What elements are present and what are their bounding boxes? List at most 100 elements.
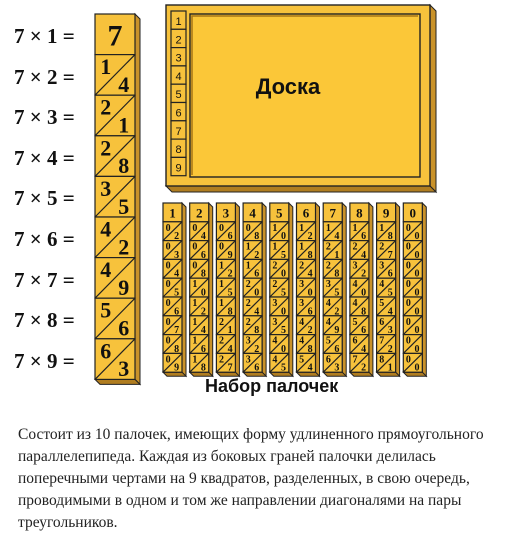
- rod-3-header: 3: [223, 206, 230, 221]
- rod-8-units-6: 6: [361, 325, 366, 336]
- seven-rod-units-4: 5: [118, 194, 129, 219]
- rod-8-diagonal-3: [349, 258, 370, 279]
- rod-2-side: [208, 201, 214, 378]
- rod-5-side: [288, 201, 294, 378]
- rod-8-tens-3: 3: [353, 260, 358, 271]
- board-column-number-8: 8: [175, 144, 181, 156]
- rod-0-units-1: 0: [414, 231, 419, 242]
- seven-rod-units-8: 3: [118, 356, 129, 381]
- rod-5-units-7: 0: [281, 344, 286, 355]
- rod-4-tens-8: 3: [246, 354, 251, 365]
- rod-2-diagonal-7: [189, 334, 210, 354]
- seven-rod-diagonal-7: [94, 297, 136, 340]
- rod-5-tens-1: 1: [272, 223, 277, 234]
- rod-0-tens-8: 0: [406, 354, 411, 365]
- rod-3-tens-4: 1: [219, 279, 224, 290]
- rod-7-units-7: 6: [334, 344, 339, 355]
- rod-8-units-3: 2: [361, 269, 366, 280]
- rod-7-diagonal-5: [322, 296, 343, 317]
- rod-1-tens-5: 0: [166, 298, 171, 309]
- rod-2-tens-3: 0: [192, 260, 197, 271]
- rod-1-diagonal-2: [162, 240, 183, 260]
- rod-9-diagonal-3: [376, 258, 397, 279]
- rod-2-diagonal-5: [189, 296, 210, 317]
- rod-7-diagonal-6: [322, 315, 343, 336]
- rod-2-units-5: 2: [201, 306, 206, 317]
- rod-3-units-6: 1: [228, 325, 233, 336]
- rod-3-units-1: 6: [228, 231, 233, 242]
- rod-1-units-2: 3: [174, 250, 179, 261]
- rod-7-diagonal-1: [322, 221, 343, 242]
- seven-rod-diagonal-8: [94, 338, 136, 380]
- rod-7-tens-5: 4: [326, 298, 331, 309]
- rod-2-diagonal-4: [189, 277, 210, 298]
- rod-4-tens-1: 0: [246, 223, 251, 234]
- rod-8-header: 8: [356, 206, 363, 221]
- rod-9-units-2: 7: [388, 250, 393, 261]
- seven-rod-diagonal-5: [94, 216, 136, 259]
- rod-2-header: 2: [196, 206, 203, 221]
- rod-2-tens-2: 0: [192, 242, 197, 253]
- rod-6-diagonal-3: [296, 258, 316, 279]
- rod-7-tens-2: 2: [326, 242, 331, 253]
- rod-3-units-5: 8: [228, 306, 233, 317]
- rod-1-diagonal-5: [162, 296, 183, 317]
- rod-3-side: [234, 201, 240, 378]
- rod-5-header: 5: [276, 206, 283, 221]
- rod-9-tens-2: 2: [379, 242, 384, 253]
- rod-7-diagonal-7: [322, 334, 343, 354]
- rod-0-units-6: 0: [414, 325, 419, 336]
- board-column-number-3: 3: [175, 53, 181, 65]
- rod-6-units-1: 2: [308, 231, 313, 242]
- rod-6-diagonal-2: [296, 240, 316, 260]
- seven-rod-diagonal-2: [94, 94, 136, 137]
- rod-7-tens-7: 5: [326, 336, 331, 347]
- rod-9-units-3: 6: [388, 269, 393, 280]
- rod-8-units-7: 4: [361, 344, 366, 355]
- rod-2-units-7: 6: [201, 344, 206, 355]
- rod-2-tens-4: 1: [192, 279, 197, 290]
- seven-rod-units-7: 6: [118, 316, 129, 341]
- rod-4-tens-6: 2: [246, 317, 251, 328]
- rod-9-units-6: 3: [388, 325, 393, 336]
- seven-rod-tens-8: 6: [100, 338, 111, 363]
- rod-0-side: [421, 201, 427, 378]
- rod-5-tens-6: 3: [272, 317, 277, 328]
- rod-4-tens-3: 1: [246, 260, 251, 271]
- rod-7-diagonal-8: [322, 352, 343, 373]
- rod-4-tens-7: 3: [246, 336, 251, 347]
- rod-1-units-8: 9: [174, 363, 179, 374]
- rod-0-units-7: 0: [414, 344, 419, 355]
- rod-5-diagonal-3: [269, 258, 290, 279]
- rod-7-units-2: 1: [334, 250, 339, 261]
- equation-8: 7 × 8 =: [14, 308, 75, 333]
- rod-4-diagonal-5: [242, 296, 263, 317]
- rod-7-units-8: 3: [334, 363, 339, 374]
- equation-2: 7 × 2 =: [14, 64, 75, 89]
- rod-1-header: 1: [169, 206, 176, 221]
- rod-6-diagonal-7: [296, 334, 316, 354]
- rod-6-diagonal-4: [296, 277, 316, 298]
- rod-6-tens-6: 4: [299, 317, 304, 328]
- rod-9-units-7: 2: [388, 344, 393, 355]
- seven-rod-units-2: 1: [118, 113, 129, 138]
- rod-0-header: 0: [410, 206, 417, 221]
- rod-3-units-3: 2: [228, 269, 233, 280]
- rod-4-units-3: 6: [254, 269, 259, 280]
- seven-rod-header: 7: [108, 20, 123, 53]
- rod-1-units-7: 8: [174, 344, 179, 355]
- rod-3-units-4: 5: [228, 287, 233, 298]
- rod-4-units-5: 4: [254, 306, 259, 317]
- board-column-number-6: 6: [175, 108, 181, 120]
- rod-9-tens-3: 3: [379, 260, 384, 271]
- rod-5-tens-7: 4: [272, 336, 277, 347]
- rod-0-diagonal-4: [402, 277, 423, 298]
- rod-1-units-5: 6: [174, 306, 179, 317]
- rod-4-diagonal-4: [242, 277, 263, 298]
- rod-9-header: 9: [383, 206, 390, 221]
